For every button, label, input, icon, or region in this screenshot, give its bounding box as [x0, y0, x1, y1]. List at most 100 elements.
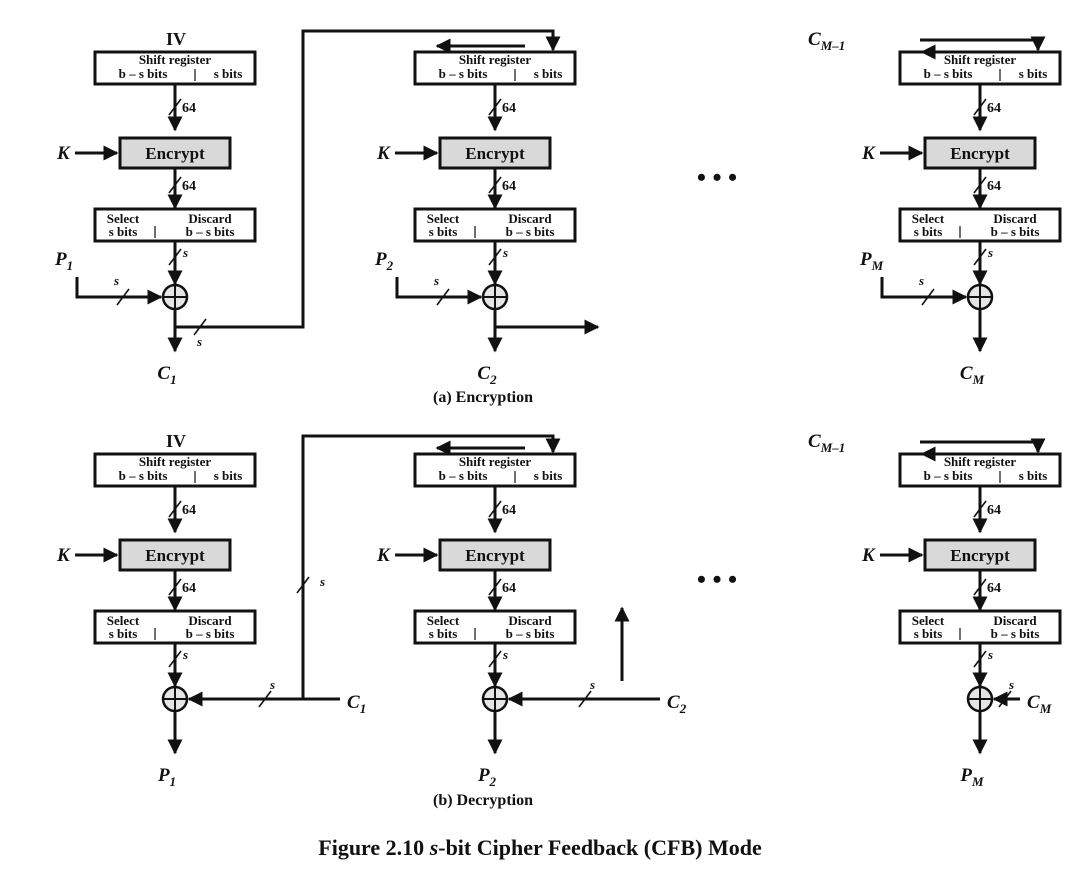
decryption-caption: (b) Decryption: [433, 792, 533, 809]
encrypt-label: Encrypt: [950, 144, 1010, 163]
select-discard-register: [413, 207, 577, 243]
shift-register-right-bits: s bits: [214, 468, 243, 483]
encryption-caption: (a) Encryption: [433, 389, 533, 406]
key-label: K: [861, 143, 876, 164]
width-64-label: 64: [502, 581, 516, 596]
width-slash: [973, 500, 987, 518]
width-s-label: s: [269, 677, 275, 692]
discard-bits: b – s bits: [991, 224, 1040, 239]
width-slash: [488, 578, 502, 596]
select-bits: s bits: [429, 224, 458, 239]
width-slash: [973, 248, 987, 266]
shift-register-title: Shift register: [944, 52, 1017, 67]
ciphertext-label-3: CM: [960, 363, 985, 387]
width-64-label: 64: [502, 179, 516, 194]
width-slash: [193, 318, 207, 336]
shift-register-right-bits: s bits: [534, 468, 563, 483]
iv-label: IV: [166, 29, 186, 49]
discard-bits: b – s bits: [186, 224, 235, 239]
width-64-label: 64: [182, 101, 196, 116]
width-slash: [973, 650, 987, 668]
width-s-label: s: [113, 273, 119, 288]
width-slash: [488, 176, 502, 194]
discard-title: Discard: [508, 613, 552, 628]
width-slash: [168, 500, 182, 518]
width-64-label: 64: [987, 503, 1001, 518]
encrypt-label: Encrypt: [145, 546, 205, 565]
width-s-label: s: [502, 245, 508, 260]
feedback-c1-to-stage2: [175, 29, 561, 329]
discard-title: Discard: [993, 613, 1037, 628]
plaintext-input-arrow: [75, 277, 163, 305]
shift-register-right-bits: s bits: [1019, 66, 1048, 81]
width-64-label: 64: [182, 581, 196, 596]
width-s-label: s: [502, 647, 508, 662]
width-s-label: s: [589, 677, 595, 692]
width-slash: [116, 288, 130, 306]
figure-caption: Figure 2.10 s-bit Cipher Feedback (CFB) …: [318, 835, 762, 860]
width-slash: [488, 650, 502, 668]
width-slash: [168, 176, 182, 194]
select-bits: s bits: [109, 626, 138, 641]
prev-ciphertext-label: CM–1: [808, 431, 845, 455]
key-label: K: [56, 545, 71, 566]
width-s-label: s: [196, 334, 202, 349]
width-s-label: s: [319, 574, 325, 589]
discard-bits: b – s bits: [991, 626, 1040, 641]
width-s-label: s: [987, 647, 993, 662]
select-discard-register: [93, 207, 257, 243]
width-slash: [488, 248, 502, 266]
shift-register-left-bits: b – s bits: [924, 468, 973, 483]
width-slash: [973, 578, 987, 596]
shift-register-left-bits: b – s bits: [439, 66, 488, 81]
shift-register-right-bits: s bits: [214, 66, 243, 81]
width-s-label: s: [918, 273, 924, 288]
select-bits: s bits: [914, 626, 943, 641]
discard-bits: b – s bits: [186, 626, 235, 641]
plaintext-label-1: P1: [157, 765, 176, 789]
shift-register-left-bits: b – s bits: [924, 66, 973, 81]
select-title: Select: [912, 613, 945, 628]
key-label: K: [56, 143, 71, 164]
select-title: Select: [427, 211, 460, 226]
encrypt-box: [438, 136, 552, 170]
encrypt-label: Encrypt: [145, 144, 205, 163]
key-label: K: [376, 143, 391, 164]
width-slash: [168, 650, 182, 668]
width-slash: [436, 288, 450, 306]
select-discard-register: [413, 609, 577, 645]
width-64-label: 64: [182, 179, 196, 194]
select-discard-register: [93, 609, 257, 645]
width-64-label: 64: [987, 179, 1001, 194]
width-s-label: s: [433, 273, 439, 288]
select-bits: s bits: [429, 626, 458, 641]
ciphertext-label-2: C2: [667, 692, 687, 716]
shift-register-left-bits: b – s bits: [439, 468, 488, 483]
ciphertext-label-1: C1: [157, 363, 176, 387]
plaintext-label-2: P2: [374, 249, 394, 273]
width-slash: [488, 500, 502, 518]
encrypt-box: [923, 136, 1037, 170]
width-slash: [973, 176, 987, 194]
width-slash: [168, 248, 182, 266]
width-64-label: 64: [502, 503, 516, 518]
discard-title: Discard: [508, 211, 552, 226]
width-slash: [258, 690, 272, 708]
plaintext-label-3: PM: [959, 765, 984, 789]
shift-register-right-bits: s bits: [1019, 468, 1048, 483]
discard-title: Discard: [188, 613, 232, 628]
plaintext-input-arrow: [395, 277, 483, 305]
shift-register-left-bits: b – s bits: [119, 66, 168, 81]
width-s-label: s: [987, 245, 993, 260]
plaintext-label-1: P1: [54, 249, 73, 273]
ciphertext-label-2: C2: [477, 363, 497, 387]
encrypt-label: Encrypt: [465, 546, 525, 565]
feedback-c1-to-stage2: [301, 434, 561, 699]
prev-ciphertext-label: CM–1: [808, 29, 845, 53]
ciphertext-label-1: C1: [347, 692, 366, 716]
width-s-label: s: [182, 647, 188, 662]
